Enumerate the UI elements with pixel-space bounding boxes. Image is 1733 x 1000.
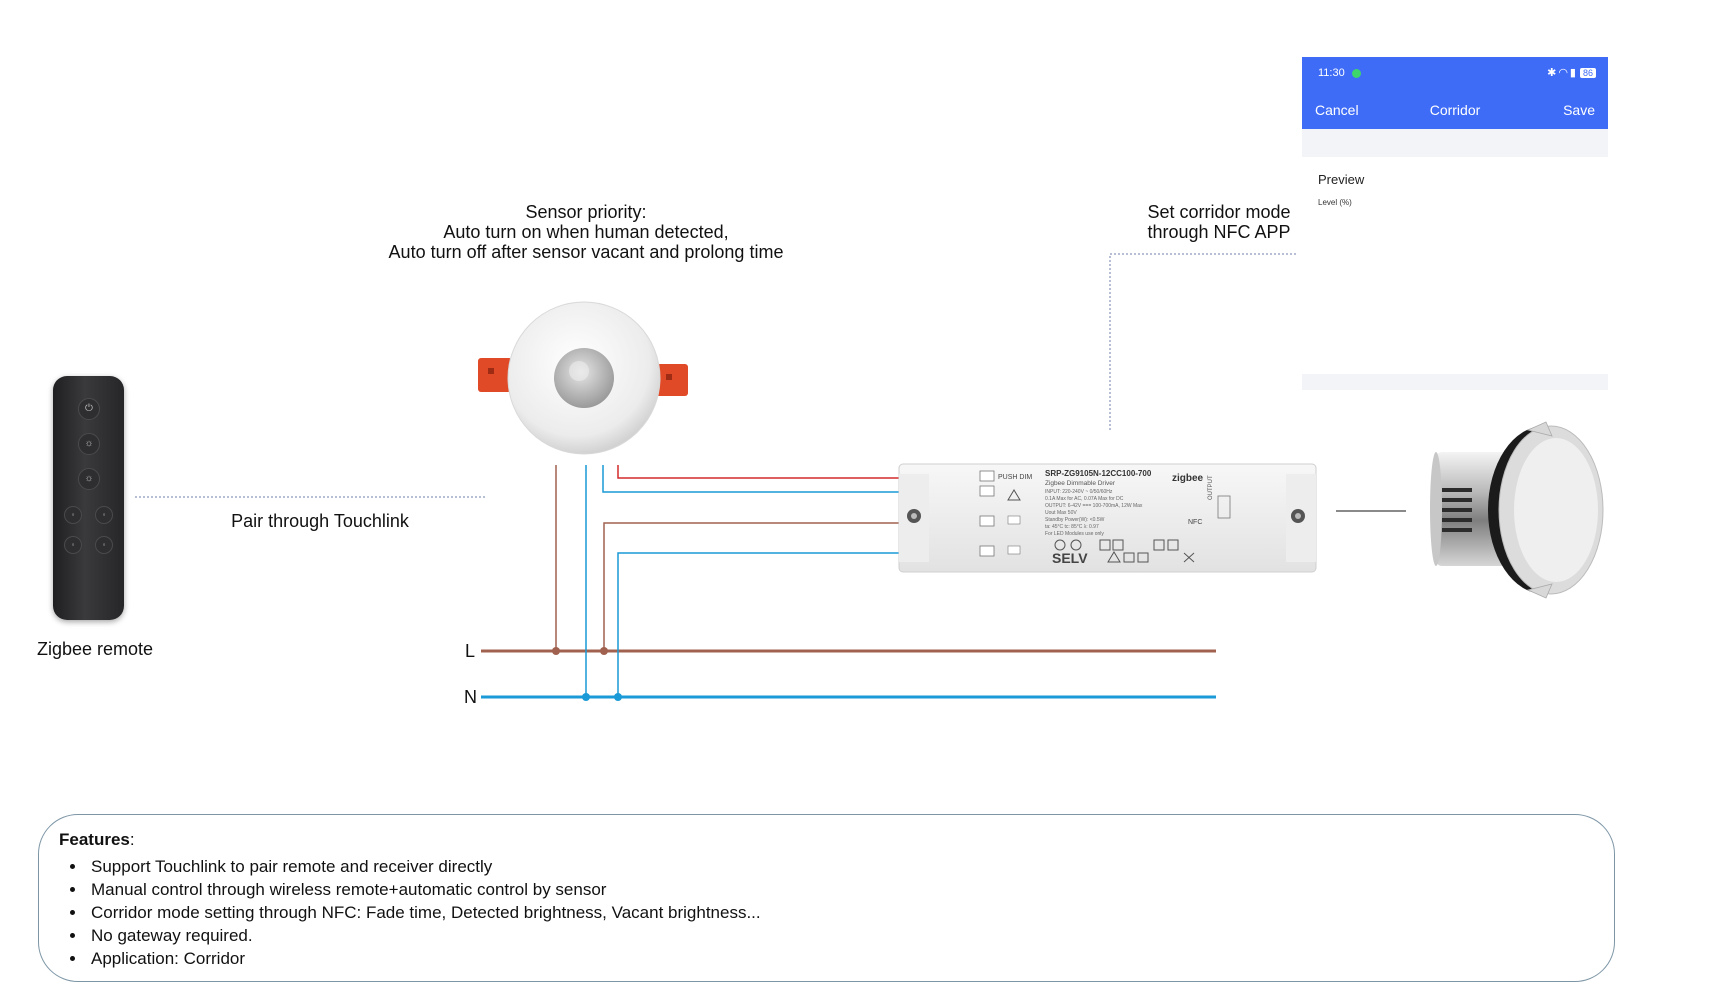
save-button[interactable]: Save (1563, 102, 1595, 118)
zigbee-driver: PUSH DIM SRP-ZG9105N-12CC100-700 Zigbee … (898, 463, 1317, 573)
feature-item: Support Touchlink to pair remote and rec… (87, 855, 761, 878)
junction-dot (614, 693, 622, 701)
feature-item: Manual control through wireless remote+a… (87, 878, 761, 901)
header-spacer (1302, 129, 1608, 157)
nfc-app-screen: 11:30 ✱◠▮86 Corridor Cancel Save Preview… (1302, 57, 1608, 390)
nav-title: Corridor (1429, 102, 1481, 118)
zigbee-remote: ⏻ ☼ ☼ ◦ ◦ ◦ ◦ (53, 376, 124, 620)
driver-model: SRP-ZG9105N-12CC100-700 (1045, 469, 1152, 478)
status-indicator-icon (1352, 69, 1361, 78)
sensor-signal-red-wire (617, 465, 980, 479)
driver-spec-line: For LED Modules use only (1045, 531, 1104, 537)
driver-spec-line: Uout Max 50V (1045, 510, 1077, 516)
driver-spec-line: OUTPUT: 6-42V === 100-700mA, 12W Max (1045, 503, 1143, 509)
pir-sensor (478, 301, 688, 455)
junction-dot (582, 693, 590, 701)
scene-2-icon: ◦ (95, 506, 113, 524)
brightness-down-icon: ☼ (78, 468, 100, 490)
cancel-button[interactable]: Cancel (1315, 102, 1359, 118)
driver-selv: SELV (1052, 550, 1088, 566)
driver-spec-line: Standby Power(W): <0.5W (1045, 517, 1105, 523)
features-box: Features: Support Touchlink to pair remo… (38, 814, 1615, 982)
driver-output: OUTPUT (1208, 475, 1214, 500)
features-list: Support Touchlink to pair remote and rec… (87, 855, 761, 970)
feature-item: No gateway required. (87, 924, 761, 947)
nfc-link-line (1109, 253, 1298, 430)
driver-spec-line: ta: 45°C tc: 85°C λ: 0.97 (1045, 524, 1099, 530)
touchlink-caption: Pair through Touchlink (231, 511, 409, 531)
feature-item: Corridor mode setting through NFC: Fade … (87, 901, 761, 924)
signal-icon: ▮ (1569, 67, 1578, 79)
driver-brand: zigbee (1172, 473, 1204, 484)
features-title-text: Features (59, 830, 130, 849)
status-icons: ✱◠▮86 (1547, 66, 1596, 79)
status-time: 11:30 (1318, 67, 1345, 79)
driver-nfc: NFC (1188, 519, 1202, 526)
brightness-up-icon: ☼ (78, 433, 100, 455)
driver-neutral-wire (617, 552, 980, 697)
driver-spec-line: 0.1A Max for AC, 0.07A Max for DC (1045, 496, 1124, 502)
nfc-caption-line: Set corridor mode (1147, 202, 1291, 222)
preview-title: Preview (1318, 172, 1365, 187)
bluetooth-icon: ✱ (1547, 67, 1559, 79)
downlight-lamp (1430, 421, 1604, 599)
footer-spacer (1302, 374, 1608, 390)
scene-1-icon: ◦ (64, 506, 82, 524)
junction-dot (552, 647, 560, 655)
driver-subtitle: Zigbee Dimmable Driver (1045, 480, 1116, 487)
sensor-caption-line: Sensor priority: (525, 202, 647, 222)
sensor-signal-blue-wire (602, 465, 980, 493)
junction-dot (600, 647, 608, 655)
sensor-caption-line: Auto turn on when human detected, (443, 222, 729, 242)
battery-icon: 86 (1579, 68, 1596, 78)
nfc-caption-line: through NFC APP (1147, 222, 1291, 242)
scene-3-icon: ◦ (64, 536, 82, 554)
neutral-line-label: N (464, 687, 477, 707)
scene-4-icon: ◦ (95, 536, 113, 554)
driver-spec-line: INPUT: 220-240V ~ 0/50/60Hz (1045, 489, 1113, 495)
power-icon: ⏻ (78, 398, 100, 420)
sensor-caption: Sensor priority: Auto turn on when human… (376, 202, 796, 262)
remote-caption: Zigbee remote (36, 639, 154, 659)
features-title: Features: (59, 830, 135, 849)
driver-live-wire (603, 522, 980, 651)
nfc-caption: Set corridor mode through NFC APP (1124, 202, 1314, 242)
wifi-icon: ◠ (1558, 67, 1570, 79)
feature-item: Application: Corridor (87, 947, 761, 970)
app-header: 11:30 ✱◠▮86 Corridor Cancel Save (1302, 57, 1608, 129)
chart-ylabel: Level (%) (1318, 198, 1352, 207)
live-line-label: L (465, 641, 476, 661)
driver-push-dim: PUSH DIM (998, 474, 1032, 481)
sensor-caption-line: Auto turn off after sensor vacant and pr… (388, 242, 784, 262)
